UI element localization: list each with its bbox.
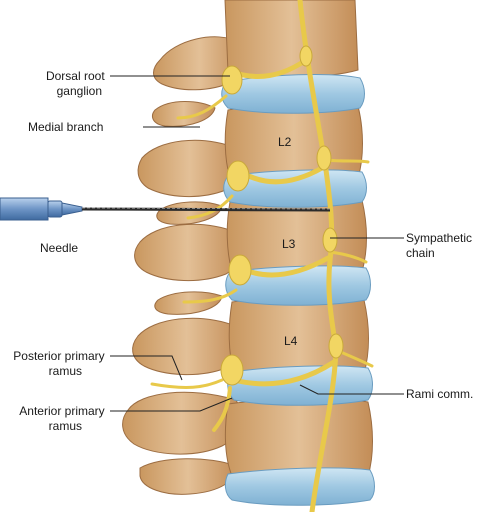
anterior-primary-ramus-nerve bbox=[212, 386, 232, 432]
transverse-process-l1 bbox=[152, 101, 216, 127]
label-dorsal-root-ganglion-line2: ganglion bbox=[57, 84, 102, 98]
vertebral-body-l1 bbox=[224, 0, 359, 78]
disc-l5-s1 bbox=[224, 467, 375, 506]
ganglia bbox=[220, 45, 344, 386]
sacral-process bbox=[139, 458, 237, 495]
transverse-process-l3 bbox=[156, 201, 223, 225]
dorsal-root-ganglion-l4 bbox=[220, 354, 244, 386]
needle-hub bbox=[47, 200, 63, 218]
label-sympathetic-chain: Sympathetic chain bbox=[406, 231, 475, 260]
label-sympathetic-chain-line2: chain bbox=[406, 246, 435, 260]
medial-branch-nerve bbox=[176, 94, 228, 120]
sympathetic-ganglion-1 bbox=[299, 45, 313, 67]
vertebra-label-l3: L3 bbox=[282, 237, 296, 251]
needle-shaft bbox=[81, 207, 331, 212]
vertebra-labels: L2 L3 L4 bbox=[278, 135, 298, 348]
sympathetic-chain-trunk bbox=[297, 0, 339, 512]
label-sympathetic-chain-line1: Sympathetic bbox=[406, 231, 472, 245]
label-posterior-primary-ramus-line1: Posterior primary bbox=[13, 349, 104, 363]
leader-lines bbox=[110, 75, 404, 412]
sympathetic-ganglion-2 bbox=[316, 145, 332, 171]
spinous-process-l3 bbox=[134, 223, 242, 281]
label-anterior-primary-ramus: Anterior primary ramus bbox=[19, 404, 108, 433]
posterior-primary-ramus-nerve bbox=[150, 378, 224, 389]
label-anterior-primary-ramus-line2: ramus bbox=[49, 419, 82, 433]
label-anterior-primary-ramus-line1: Anterior primary bbox=[19, 404, 104, 418]
leader-rami-comm bbox=[299, 384, 404, 395]
dorsal-root-ganglion-l3 bbox=[228, 254, 252, 286]
vertebra-label-l4: L4 bbox=[284, 334, 298, 348]
label-posterior-primary-ramus: Posterior primary ramus bbox=[13, 349, 108, 378]
leader-posterior-primary-ramus bbox=[110, 355, 183, 381]
needle-hub-tip bbox=[61, 202, 83, 216]
medial-branch-nerve-l3 bbox=[186, 194, 234, 220]
posterior-elements bbox=[122, 36, 246, 495]
branch-mid bbox=[328, 250, 368, 264]
dorsal-root-ganglion-l2 bbox=[226, 160, 250, 192]
medial-branch-nerve-l4 bbox=[182, 288, 238, 304]
needle-barrel bbox=[0, 197, 49, 221]
label-needle: Needle bbox=[40, 241, 78, 255]
spinous-process-l5 bbox=[122, 391, 241, 455]
ramus-l4 bbox=[231, 359, 337, 387]
label-medial-branch: Medial branch bbox=[28, 120, 103, 134]
disc-l1-l2 bbox=[221, 74, 365, 114]
vertebral-bodies bbox=[224, 0, 373, 482]
label-dorsal-root-ganglion: Dorsal root ganglion bbox=[46, 69, 108, 98]
sympathetic-ganglion-4 bbox=[328, 333, 344, 359]
needle bbox=[0, 197, 331, 221]
label-posterior-primary-ramus-line2: ramus bbox=[49, 364, 82, 378]
needle-shaft-highlight bbox=[81, 207, 331, 210]
dorsal-root-ganglion-l1 bbox=[221, 65, 243, 95]
annotation-labels: Dorsal root ganglion Medial branch Needl… bbox=[13, 69, 475, 433]
label-rami-comm: Rami comm. bbox=[406, 387, 473, 401]
vertebra-label-l2: L2 bbox=[278, 135, 292, 149]
sympathetic-ganglion-3 bbox=[322, 227, 338, 253]
branch-upper bbox=[324, 158, 370, 164]
leader-anterior-primary-ramus bbox=[110, 397, 233, 412]
label-dorsal-root-ganglion-line1: Dorsal root bbox=[46, 69, 105, 83]
